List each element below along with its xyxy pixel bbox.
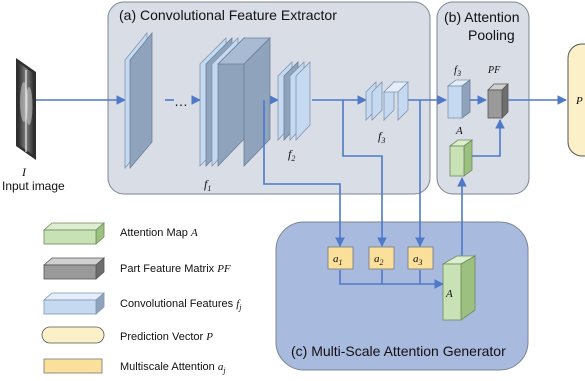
panel-pooling-title-line2: Pooling (468, 27, 515, 43)
legend-item-part-feature-matrix: Part Feature Matrix PF (42, 257, 231, 280)
pooling-f3-block (446, 79, 472, 119)
a3-label: a3 (413, 253, 423, 267)
pooling-f3-label: f3 (454, 64, 461, 78)
input-xray-image (16, 58, 36, 160)
pf-label: PF (487, 65, 501, 76)
f1-label: f1 (204, 177, 211, 193)
legend-item-prediction-vector: Prediction Vector P (41, 326, 213, 344)
svg-text:Prediction Vector P: Prediction Vector P (120, 331, 213, 343)
svg-text:Convolutional Features fj: Convolutional Features fj (120, 298, 242, 312)
ellipsis-label: … (174, 93, 188, 109)
panel-generator-title: (c) Multi-Scale Attention Generator (291, 343, 506, 359)
prediction-label: P (575, 95, 583, 107)
attention-block-a1: a1 (327, 246, 354, 270)
conv-block-1 (124, 31, 153, 170)
legend-item-conv-features: Convolutional Features fj (42, 292, 242, 315)
svg-text:Part Feature Matrix PF: Part Feature Matrix PF (120, 263, 231, 275)
pooling-a-label: A (455, 125, 463, 137)
legend: Attention Map A Part Feature Matrix PF C… (41, 222, 242, 375)
branch-arrows (263, 100, 467, 289)
pooling-arrows (470, 95, 567, 157)
legend-item-multiscale-attention: Multiscale Attention aj (43, 358, 226, 375)
a1-label: a1 (333, 253, 343, 267)
conv-block-f2 (277, 61, 311, 142)
svg-text:Attention Map A: Attention Map A (120, 227, 198, 239)
a2-label: a2 (374, 253, 384, 267)
attention-map-label: A (445, 288, 453, 300)
attention-map-block: A (441, 255, 477, 321)
conv-block-f1 (199, 37, 271, 167)
f3-label: f3 (378, 129, 385, 145)
legend-item-attention-map: Attention Map A (42, 222, 198, 245)
panel-generator: (c) Multi-Scale Attention Generator (275, 221, 529, 371)
f2-label: f2 (288, 147, 295, 163)
input-symbol: I (21, 165, 27, 179)
pooling-attention-block (448, 139, 474, 177)
panel-pooling-title-line1: (b) Attention (444, 9, 520, 25)
prediction-vector: P (567, 43, 585, 157)
pf-block (487, 83, 509, 119)
attention-block-a3: a3 (407, 246, 434, 270)
svg-text:Multiscale Attention aj: Multiscale Attention aj (120, 361, 226, 375)
input-caption: Input image (2, 179, 65, 193)
attention-block-a2: a2 (368, 246, 395, 270)
conv-block-f3 (365, 81, 409, 121)
panel-extractor-title: (a) Convolutional Feature Extractor (119, 7, 337, 23)
